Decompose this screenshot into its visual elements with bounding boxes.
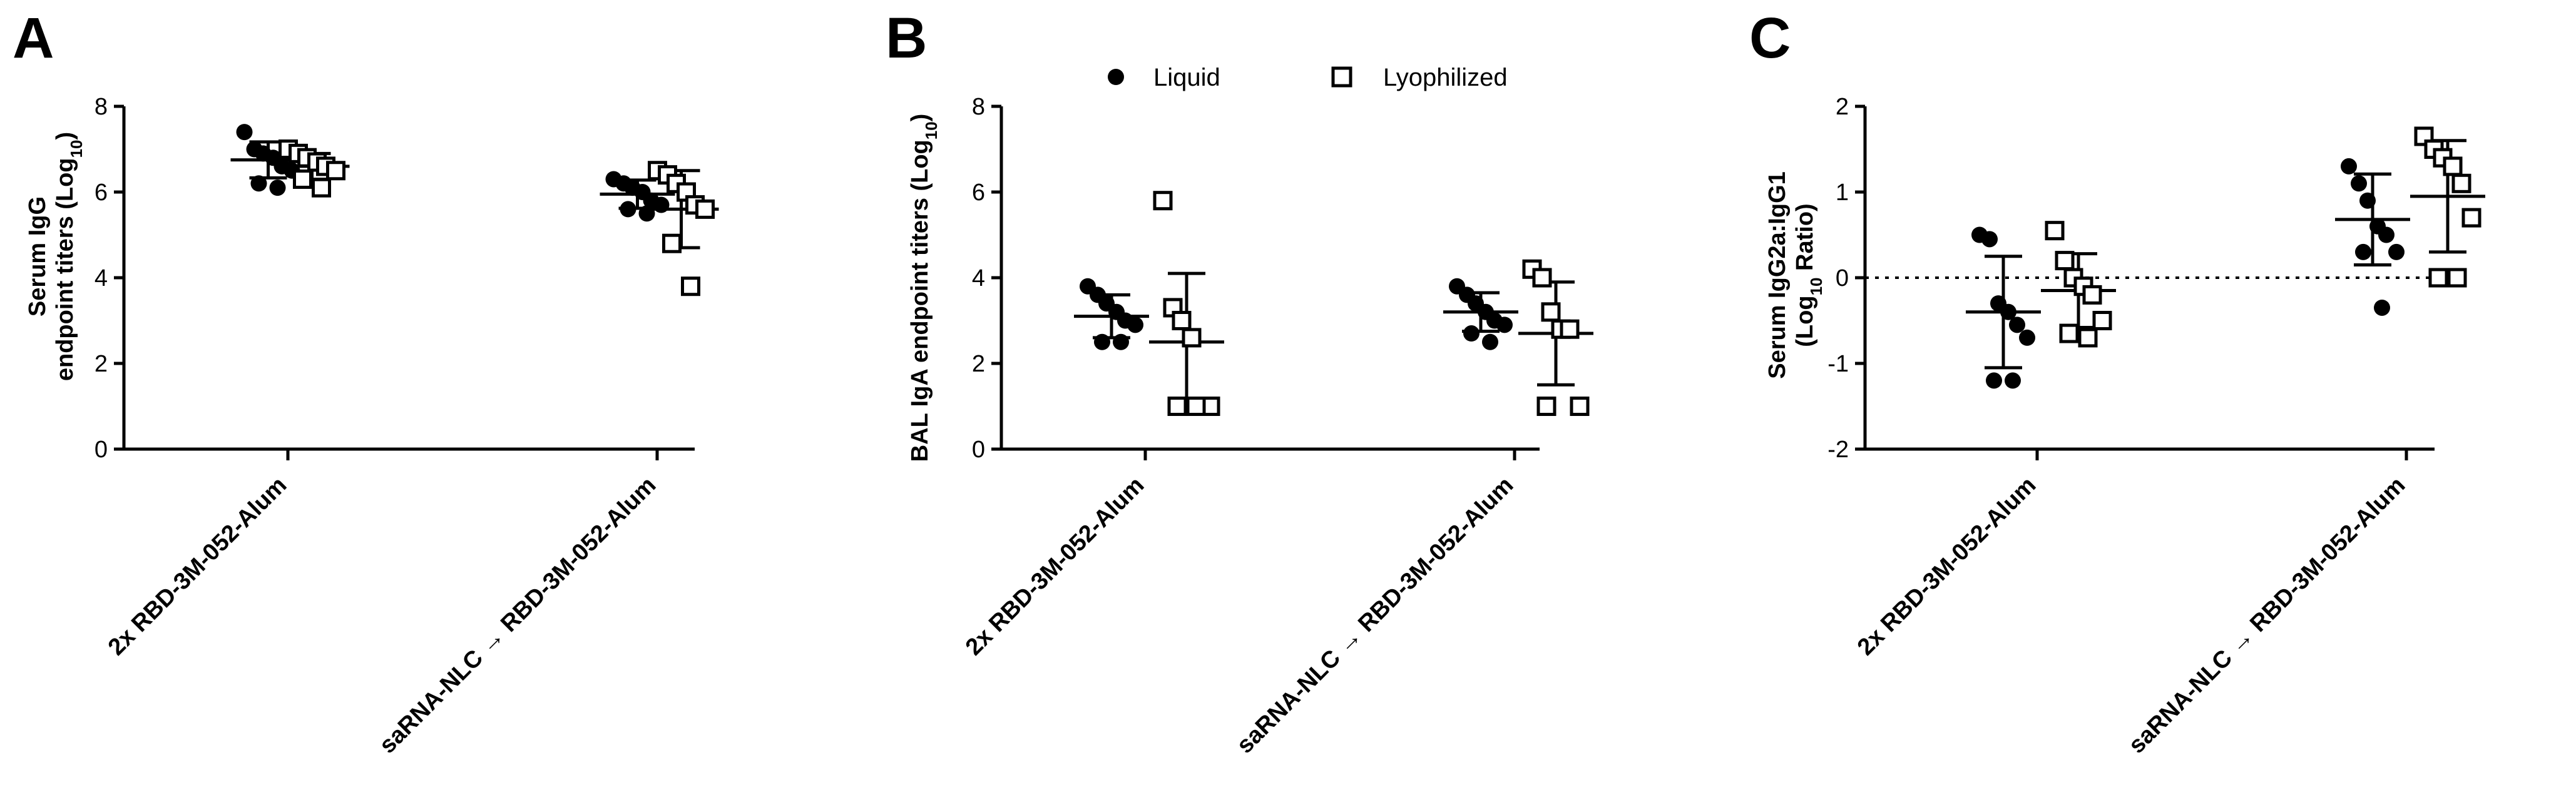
panel-b-point-lyophilized — [1541, 302, 1561, 322]
panel-b-ylabel-line2: BAL IgA endpoint titers (Log10) — [907, 114, 941, 462]
panel-c-point-liquid — [1986, 372, 2002, 389]
panel-a-letter: A — [13, 6, 54, 70]
panel-c-point-lyophilized — [2045, 221, 2065, 241]
legend-liquid-label: Liquid — [1153, 64, 1220, 91]
panel-b-point-lyophilized — [1182, 328, 1202, 348]
panel-b-point-liquid — [1113, 333, 1129, 350]
panel-a-y-tick-label: 0 — [95, 437, 108, 463]
panel-c-point-liquid — [2341, 158, 2357, 175]
panel-c-point-liquid — [2009, 317, 2025, 333]
panel-c-point-liquid — [2019, 329, 2035, 346]
panel-a-point-lyophilized — [312, 178, 331, 198]
panel-c-category-label: 2x RBD-3M-052-Alum — [1853, 472, 2041, 661]
panel-b-letter: B — [886, 6, 927, 70]
panel-c-point-liquid — [2388, 243, 2405, 260]
panel-a-point-liquid — [236, 124, 253, 141]
panel-b-point-liquid — [1482, 333, 1498, 350]
panel-b-ylabel: BAL IgA endpoint titers (Log10) — [907, 114, 941, 462]
panel-c-ylabel-line1: Serum IgG2a:IgG1 — [1764, 171, 1791, 379]
panel-a-plot: 0 2 4 6 8 2x RBD-3M-052-Alum saRNA-NLC → RBD-3… — [95, 94, 719, 759]
panel-c-y-tick-label: 1 — [1836, 180, 1849, 206]
panel-b-point-lyophilized — [1153, 191, 1173, 211]
panel-a-point-lyophilized — [695, 199, 715, 219]
panel-b-point-lyophilized — [1186, 397, 1206, 416]
panel-a-point-lyophilized — [293, 169, 312, 189]
panel-a-point-lyophilized — [326, 161, 345, 181]
panel-a-category-label: 2x RBD-3M-052-Alum — [103, 472, 292, 661]
panel-c-point-liquid — [2378, 226, 2395, 243]
panel-c-point-liquid — [1981, 231, 1998, 248]
panel-c-point-lyophilized — [2059, 323, 2079, 343]
panel-b-y-tick-label: 0 — [972, 437, 985, 463]
panel-c-ylabel-line2: (Log10 Ratio) — [1792, 203, 1826, 347]
panel-c-point-lyophilized — [2082, 285, 2102, 305]
panel-a-category-label: saRNA-NLC → RBD-3M-052-Alum — [374, 472, 661, 759]
panel-c-point-lyophilized — [2078, 328, 2098, 348]
panel-c-plot: -2 -1 0 1 2 2x RBD-3M-052-Alum saRNA-NLC → RBD… — [1827, 94, 2485, 759]
panel-a-y-tick-label: 8 — [95, 94, 108, 120]
panel-c-y-tick-label: -2 — [1827, 437, 1849, 463]
panel-b-point-lyophilized — [1167, 397, 1187, 416]
panel-b-plot: 0 2 4 6 8 2x RBD-3M-052-Alum saRNA-NLC → RBD-3… — [961, 94, 1593, 759]
panel-b-y-tick-label: 4 — [972, 265, 985, 291]
panel-c-point-lyophilized — [2092, 311, 2112, 330]
panel-a-y-tick-label: 6 — [95, 180, 108, 206]
panel-c-y-tick-label: -1 — [1827, 351, 1849, 377]
panel-c-point-lyophilized — [2461, 208, 2481, 228]
panel-c-y-tick-label: 0 — [1836, 265, 1849, 291]
panel-b-point-liquid — [1496, 317, 1513, 333]
panel-a-point-liquid — [269, 180, 286, 196]
panel-a: A Serum IgG endpoint titers (Log10) 0 2 4 6… — [13, 6, 719, 759]
legend: Liquid Lyophilized — [1108, 64, 1508, 91]
panel-c-point-liquid — [2355, 243, 2371, 260]
panel-b-category-label: saRNA-NLC → RBD-3M-052-Alum — [1232, 472, 1518, 759]
panel-b-point-liquid — [1463, 325, 1480, 342]
panel-b-point-lyophilized — [1536, 397, 1556, 416]
panel-c-point-liquid — [2005, 372, 2021, 389]
panel-c-point-lyophilized — [2055, 251, 2075, 271]
panel-a-point-lyophilized — [681, 276, 700, 296]
panel-b-point-liquid — [1094, 333, 1110, 350]
panel-a-ylabel-line2: endpoint titers (Log10) — [52, 132, 86, 381]
legend-lyophilized-label: Lyophilized — [1383, 64, 1508, 91]
panel-b-y-tick-label: 2 — [972, 351, 985, 377]
panel-c: C Serum IgG2a:IgG1 (Log10 Ratio) -2 -1 0 1 2… — [1749, 6, 2485, 759]
panel-b-category-label: 2x RBD-3M-052-Alum — [961, 472, 1149, 661]
panel-b-point-lyophilized — [1560, 319, 1580, 339]
panel-a-point-liquid — [250, 175, 267, 192]
panel-a-ylabel: Serum IgG endpoint titers (Log10) — [24, 132, 86, 381]
panel-c-point-lyophilized — [2428, 268, 2448, 288]
legend-lyophilized-marker — [1331, 66, 1352, 88]
panel-a-y-tick-label: 4 — [95, 265, 108, 291]
panel-c-letter: C — [1749, 6, 1791, 70]
panel-b-y-tick-label: 6 — [972, 180, 985, 206]
panel-b-y-tick-label: 8 — [972, 94, 985, 120]
panel-b: B BAL IgA endpoint titers (Log10) 0 2 4 6 8 2… — [886, 6, 1593, 759]
panel-a-ylabel-line1: Serum IgG — [24, 196, 51, 317]
panel-c-y-tick-label: 2 — [1836, 94, 1849, 120]
panel-c-point-lyophilized — [2443, 156, 2463, 176]
panel-c-category-label: saRNA-NLC → RBD-3M-052-Alum — [2124, 472, 2410, 759]
panel-b-point-lyophilized — [1570, 397, 1590, 416]
panel-c-point-lyophilized — [2447, 268, 2467, 288]
panel-a-y-tick-label: 2 — [95, 351, 108, 377]
panel-c-point-liquid — [2359, 192, 2376, 209]
panel-a-point-lyophilized — [662, 233, 682, 253]
panel-c-ylabel: Serum IgG2a:IgG1 (Log10 Ratio) — [1764, 171, 1826, 379]
panel-b-point-lyophilized — [1172, 311, 1192, 330]
panel-c-point-lyophilized — [2451, 173, 2471, 193]
panel-c-point-liquid — [2374, 299, 2390, 316]
legend-liquid-marker — [1108, 69, 1124, 85]
panel-c-point-liquid — [2351, 175, 2367, 192]
panel-b-point-lyophilized — [1163, 298, 1183, 318]
panel-b-point-liquid — [1127, 317, 1143, 333]
panel-c-point-liquid — [2000, 303, 2016, 320]
panel-a-point-liquid — [620, 201, 636, 218]
panel-b-point-lyophilized — [1532, 268, 1552, 288]
